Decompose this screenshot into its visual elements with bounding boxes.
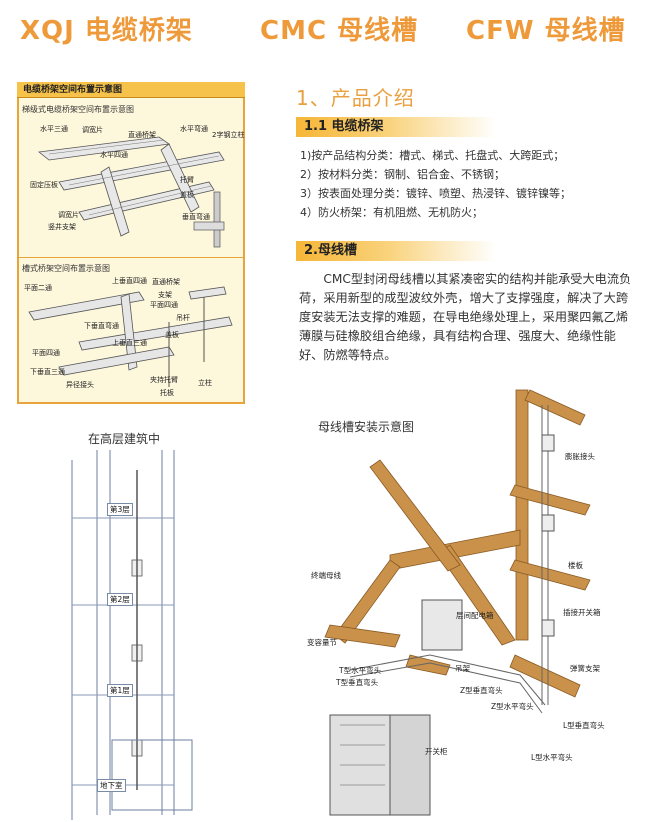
label-vertical-bend: 垂直弯通	[182, 213, 210, 221]
label-horizontal-bend: 水平弯通	[180, 125, 208, 133]
label-z-horizontal-elbow: Z型水平弯头	[491, 702, 534, 711]
building-diagram	[71, 450, 193, 820]
label-reducer: 异径接头	[66, 381, 94, 389]
label-cover: 盖板	[180, 191, 194, 199]
busway-diagram	[324, 389, 591, 816]
label-column: 2字钢立柱	[212, 131, 245, 139]
label-plane-cross-2: 平面四通	[32, 349, 60, 357]
label-bracket-arm: 托臂	[180, 176, 194, 184]
label-upper-v-cross: 上垂直四通	[112, 277, 147, 285]
label-z-vertical-elbow: Z型垂直弯头	[460, 686, 503, 695]
label-spring-bracket: 弹簧支架	[570, 664, 600, 673]
label-cover-2: 盖板	[165, 331, 179, 339]
panel-title: 电缆桥架空间布置示意图	[17, 82, 245, 98]
label-l-horizontal-elbow: L型水平弯头	[531, 753, 573, 762]
building-title: 在高层建筑中	[88, 432, 161, 446]
label-hanger-rod: 吊杆	[176, 314, 190, 322]
classification-item-1: 1)按产品结构分类：槽式、梯式、托盘式、大跨距式；	[300, 149, 565, 162]
busway-description: CMC型封闭母线槽以其紧凑密实的结构并能承受大电流负荷，采用新型的成型波纹外壳，…	[299, 272, 632, 362]
classification-item-3: 3）按表面处理分类：镀锌、喷塑、热浸锌、镀锌镍等；	[300, 187, 571, 200]
label-floor-slab: 楼板	[568, 561, 583, 570]
label-tray-plate: 托板	[160, 389, 174, 397]
label-switch-cabinet: 开关柜	[425, 747, 448, 756]
title-cmc: CMC 母线槽	[260, 16, 419, 46]
title-xqj: XQJ 电缆桥架	[20, 16, 193, 46]
ladder-tray-diagram	[38, 136, 225, 248]
section-busway-title: 2.母线槽	[296, 241, 496, 261]
trough-tray-diagram	[28, 286, 233, 387]
label-column-2: 立柱	[198, 379, 212, 387]
label-lower-v-tee: 下垂直三通	[30, 368, 65, 376]
label-hanger: 吊架	[455, 664, 470, 673]
panel-divider	[19, 257, 243, 258]
label-capacity-change-section: 变容量节	[307, 638, 337, 647]
basement-label: 地下室	[97, 779, 126, 792]
label-floor-distribution-box: 层间配电箱	[456, 611, 494, 620]
floor-3-label: 第3层	[107, 503, 133, 516]
label-end-busway: 终端母线	[311, 571, 341, 580]
label-support: 支架	[158, 291, 172, 299]
label-plane-cross: 平面四通	[150, 301, 178, 309]
label-upper-v-tee: 上垂直三通	[112, 339, 147, 347]
section-cable-tray-title: 1.1 电缆桥架	[296, 117, 496, 137]
label-clamp-arm: 夹持托臂	[150, 376, 178, 384]
label-width-piece-2: 调宽片	[58, 211, 79, 219]
label-expansion-joint: 膨胀接头	[565, 452, 595, 461]
label-lower-v-bend: 下垂直弯通	[84, 322, 119, 330]
label-t-vertical-elbow: T型垂直弯头	[336, 678, 379, 687]
panel-subtitle-trough: 槽式桥架空间布置示意图	[22, 264, 110, 273]
label-straight-tray-2: 直通桥架	[152, 278, 180, 286]
label-horizontal-cross: 水平四通	[100, 151, 128, 159]
label-l-vertical-elbow: L型垂直弯头	[563, 721, 605, 730]
label-horizontal-tee: 水平三通	[40, 125, 68, 133]
label-shaft-bracket: 竖井支架	[48, 223, 76, 231]
floor-2-label: 第2层	[107, 593, 133, 606]
label-straight-tray: 直通桥架	[128, 131, 156, 139]
label-plug-switch-box: 插接开关箱	[563, 608, 601, 617]
label-t-horizontal-elbow: T型水平弯头	[339, 666, 382, 675]
classification-item-4: 4）防火桥架：有机阻燃、无机防火；	[300, 206, 483, 219]
label-clamp-plate: 固定压板	[30, 181, 58, 189]
label-plane-tee: 平面二通	[24, 284, 52, 292]
intro-heading: 1、产品介绍	[296, 86, 415, 110]
classification-item-2: 2）按材料分类：钢制、铝合金、不锈钢；	[300, 168, 505, 181]
panel-subtitle-ladder: 梯级式电缆桥架空间布置示意图	[22, 105, 134, 114]
floor-1-label: 第1层	[107, 684, 133, 697]
busway-diagram-title: 母线槽安装示意图	[318, 420, 415, 434]
title-cfw: CFW 母线槽	[466, 16, 626, 46]
label-width-piece: 调宽片	[82, 126, 103, 134]
